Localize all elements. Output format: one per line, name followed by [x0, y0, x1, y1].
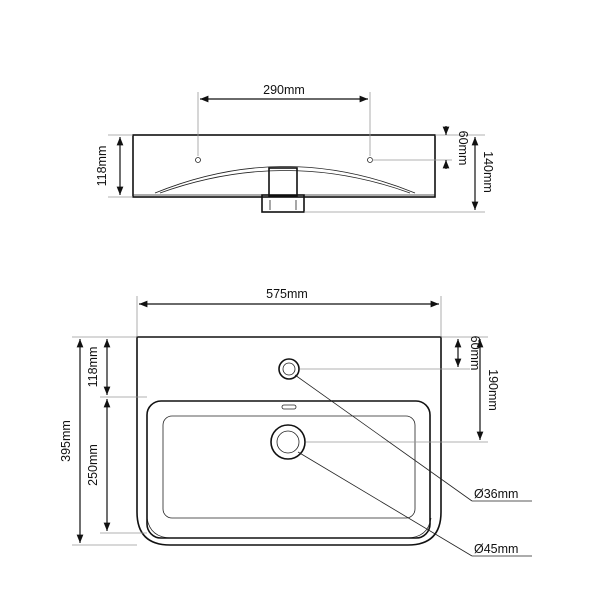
drain-hole-inner	[276, 430, 300, 454]
dimension-60-top: 60mm	[372, 126, 485, 169]
dim-label-60-top: 60mm	[456, 131, 470, 166]
dim-label-140: 140mm	[481, 151, 495, 193]
leader-line	[294, 374, 473, 502]
plan-corner-detail-left	[146, 517, 173, 539]
basin-curve-inner	[159, 170, 411, 194]
basin-curve	[154, 166, 416, 194]
dim-label-36: Ø36mm	[474, 487, 518, 501]
dim-label-118-top: 118mm	[95, 146, 109, 187]
dim-label-395: 395mm	[59, 420, 73, 462]
bowl-outer	[146, 400, 431, 539]
tap-hole	[278, 358, 300, 380]
bowl-inner	[162, 415, 416, 519]
dimension-140: 140mm	[304, 137, 495, 213]
front-view	[132, 134, 436, 213]
drain-hole	[270, 424, 306, 460]
plan-corner-detail-right	[405, 517, 432, 539]
dim-label-575: 575mm	[266, 287, 308, 301]
tap-hole-left-marker	[195, 157, 201, 163]
dim-label-290: 290mm	[263, 83, 305, 97]
dimension-118-plan: 118mm	[72, 336, 147, 398]
plan-view	[136, 336, 442, 546]
dimension-290: 290mm	[197, 83, 371, 156]
dimension-60-plan: 60mm	[300, 336, 488, 370]
leader-45: Ø45mm	[297, 451, 532, 557]
overflow-slot	[281, 404, 297, 410]
dim-label-190: 190mm	[486, 369, 500, 411]
front-view-outline	[132, 134, 436, 198]
plan-outer-outline	[136, 336, 442, 546]
dim-label-250: 250mm	[86, 444, 100, 486]
leader-line	[297, 451, 473, 557]
dimension-395: 395mm	[59, 339, 137, 546]
drain-outlet-lower	[261, 194, 305, 213]
drain-outlet-upper	[268, 167, 298, 197]
dimension-250: 250mm	[86, 399, 147, 534]
dim-label-45: Ø45mm	[474, 542, 518, 556]
tap-hole-right-marker	[367, 157, 373, 163]
dim-label-118-plan: 118mm	[86, 347, 100, 388]
dimension-575: 575mm	[136, 287, 442, 337]
tap-hole-inner	[282, 362, 296, 376]
dimension-118-top: 118mm	[95, 134, 133, 198]
leader-36: Ø36mm	[294, 374, 532, 502]
dimension-190: 190mm	[306, 339, 500, 443]
